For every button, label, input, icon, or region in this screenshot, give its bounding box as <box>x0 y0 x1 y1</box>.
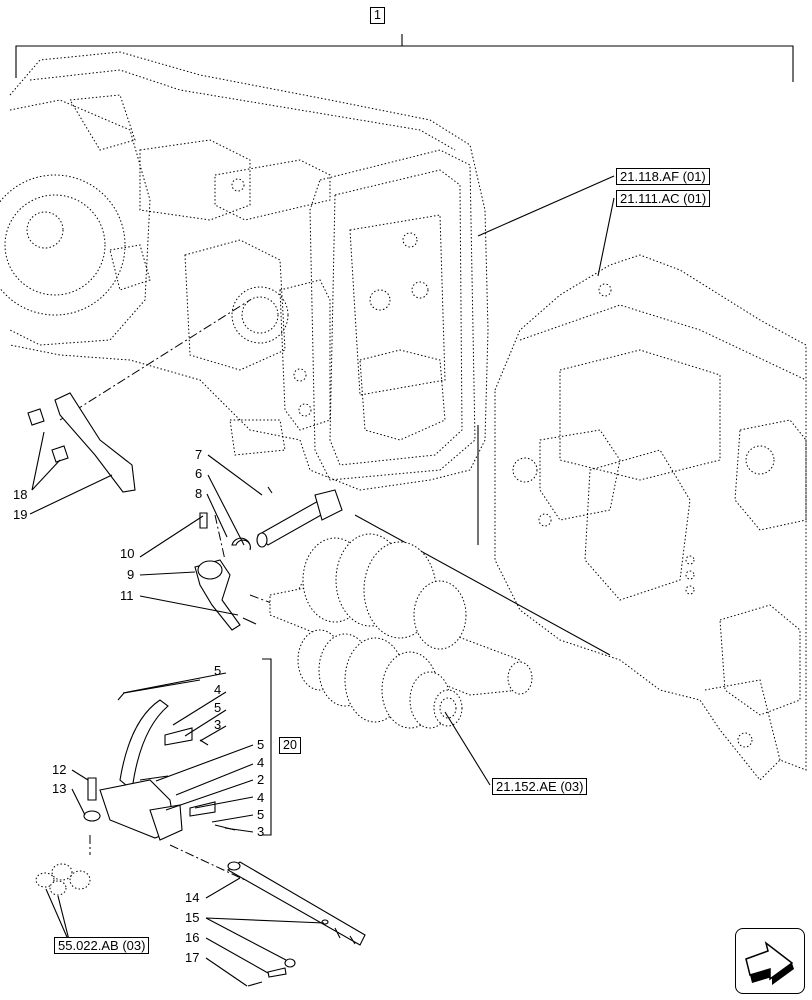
cross-ref-rear-housing[interactable]: 21.118.AF (01) <box>616 168 710 185</box>
part-label-12: 12 <box>52 762 67 777</box>
kit-label-5a: 5 <box>214 663 222 678</box>
cross-ref-gear-set[interactable]: 21.152.AE (03) <box>492 778 588 795</box>
part-label-6: 6 <box>195 466 203 481</box>
kit-label-5b: 5 <box>214 700 222 715</box>
centerline-1 <box>59 299 251 421</box>
part-label-19: 19 <box>13 507 28 522</box>
kit-callout[interactable]: 20 <box>279 737 301 754</box>
cross-ref-front-housing[interactable]: 21.111.AC (01) <box>616 190 711 207</box>
centerline-4 <box>169 844 246 881</box>
next-page-arrow-icon[interactable] <box>735 928 805 994</box>
part-label-9: 9 <box>127 567 135 582</box>
kit-label-2: 2 <box>257 772 265 787</box>
shift-rail-14 <box>226 861 366 987</box>
bracket-19 <box>27 392 136 493</box>
front-transmission-housing <box>494 254 807 781</box>
part-label-13: 13 <box>52 781 67 796</box>
shift-fork-kit-20 <box>83 679 236 841</box>
kit-label-5d: 5 <box>257 807 265 822</box>
rear-transmission-housing <box>0 51 489 491</box>
gear-cluster <box>269 533 533 729</box>
quick-couplers <box>35 863 91 896</box>
part-label-16: 16 <box>185 930 200 945</box>
view-divider <box>354 514 611 656</box>
kit-label-5c: 5 <box>257 737 265 752</box>
cross-ref-fittings[interactable]: 55.022.AB (03) <box>54 937 150 954</box>
part-label-14: 14 <box>185 890 200 905</box>
arrow-glyph <box>745 941 794 985</box>
kit-label-3b: 3 <box>257 824 265 839</box>
part-label-11: 11 <box>120 588 134 603</box>
assembly-callout[interactable]: 1 <box>370 7 385 24</box>
part-label-10: 10 <box>120 546 135 561</box>
kit-bracket <box>262 658 272 836</box>
kit-label-4a: 4 <box>214 682 222 697</box>
kit-label-4c: 4 <box>257 790 265 805</box>
part-label-7: 7 <box>195 447 203 462</box>
part-label-18: 18 <box>13 487 28 502</box>
part-label-17: 17 <box>185 950 200 965</box>
assembly-bracket <box>15 34 794 82</box>
shift-shaft-assembly <box>199 486 343 551</box>
leader-lines <box>29 175 615 987</box>
part-label-8: 8 <box>195 486 203 501</box>
kit-label-4b: 4 <box>257 755 265 770</box>
centerline-2 <box>214 514 226 561</box>
part-label-15: 15 <box>185 910 200 925</box>
kit-label-3a: 3 <box>214 717 222 732</box>
shift-fork-9 <box>194 559 257 631</box>
